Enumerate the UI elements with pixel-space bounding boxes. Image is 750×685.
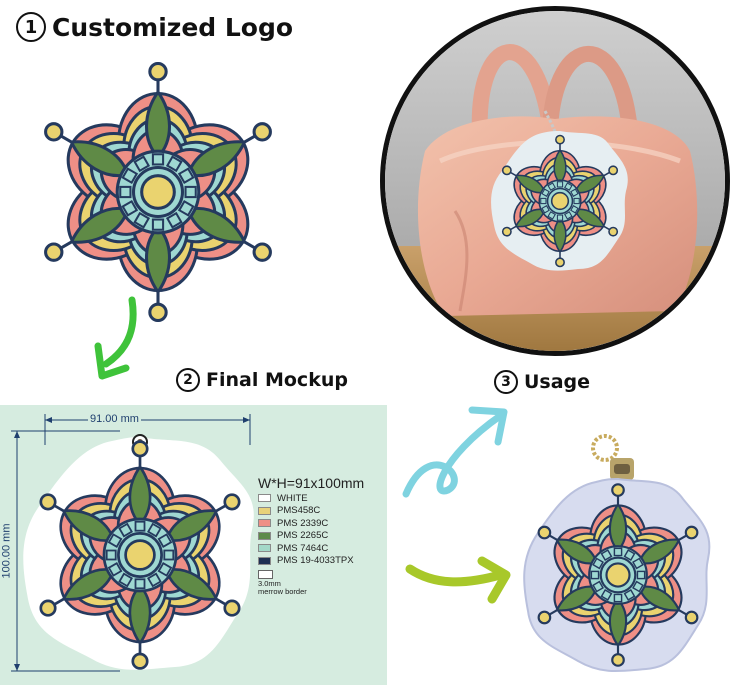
handbag-photo [380, 6, 730, 356]
color-name: PMS458C [277, 505, 321, 517]
customized-logo-image [44, 62, 272, 322]
border-note: 3.0mm merrow border [258, 570, 307, 596]
color-name: PMS 2339C [277, 517, 329, 529]
step-2-label: Final Mockup [206, 369, 348, 391]
color-swatch [258, 519, 271, 528]
size-spec: W*H=91x100mm [258, 475, 365, 491]
color-swatch [258, 506, 271, 515]
color-spec-item: PMS 7464C [258, 542, 354, 555]
step-1-title: 1 Customized Logo [16, 12, 293, 42]
arrow-right-icon [405, 556, 511, 604]
width-dimension-label: 91.00 mm [88, 413, 141, 425]
usage-keychain-image [523, 434, 711, 673]
keychain-mandala [501, 134, 619, 268]
step-1-number: 1 [16, 12, 46, 42]
mandala-logo [44, 62, 272, 322]
step-3-number: 3 [494, 370, 518, 394]
color-name: PMS 2265C [277, 530, 329, 542]
color-spec-item: PMS 2265C [258, 530, 354, 543]
color-spec-item: WHITE [258, 492, 354, 505]
usage-mandala [537, 483, 699, 667]
color-name: PMS 19-4033TPX [277, 555, 354, 567]
border-note-text: merrow border [258, 587, 307, 596]
step-3-title: 3 Usage [494, 370, 590, 394]
color-swatch [258, 531, 271, 540]
color-spec-list: WHITE PMS458C PMS 2339C PMS 2265C PMS 74… [258, 492, 354, 567]
border-note-size: 3.0mm [258, 579, 281, 588]
handbag-scene [385, 11, 725, 351]
step-3-label: Usage [524, 371, 591, 393]
color-spec-item: PMS 19-4033TPX [258, 555, 354, 568]
color-swatch [258, 556, 271, 565]
step-1-label: Customized Logo [52, 12, 294, 42]
color-swatch [258, 544, 271, 553]
color-name: WHITE [277, 492, 308, 504]
arrow-down-icon [94, 296, 137, 380]
step-2-number: 2 [176, 368, 200, 392]
color-spec-item: PMS 2339C [258, 517, 354, 530]
color-name: PMS 7464C [277, 542, 329, 554]
height-dimension-label: 100.00 mm [0, 521, 13, 581]
arrow-up-right-icon [402, 406, 508, 498]
border-swatch [258, 570, 273, 579]
color-spec-item: PMS458C [258, 505, 354, 518]
mockup-drawing [11, 414, 254, 672]
color-swatch [258, 494, 271, 503]
mockup-mandala [39, 440, 241, 670]
step-2-title: 2 Final Mockup [176, 368, 348, 392]
